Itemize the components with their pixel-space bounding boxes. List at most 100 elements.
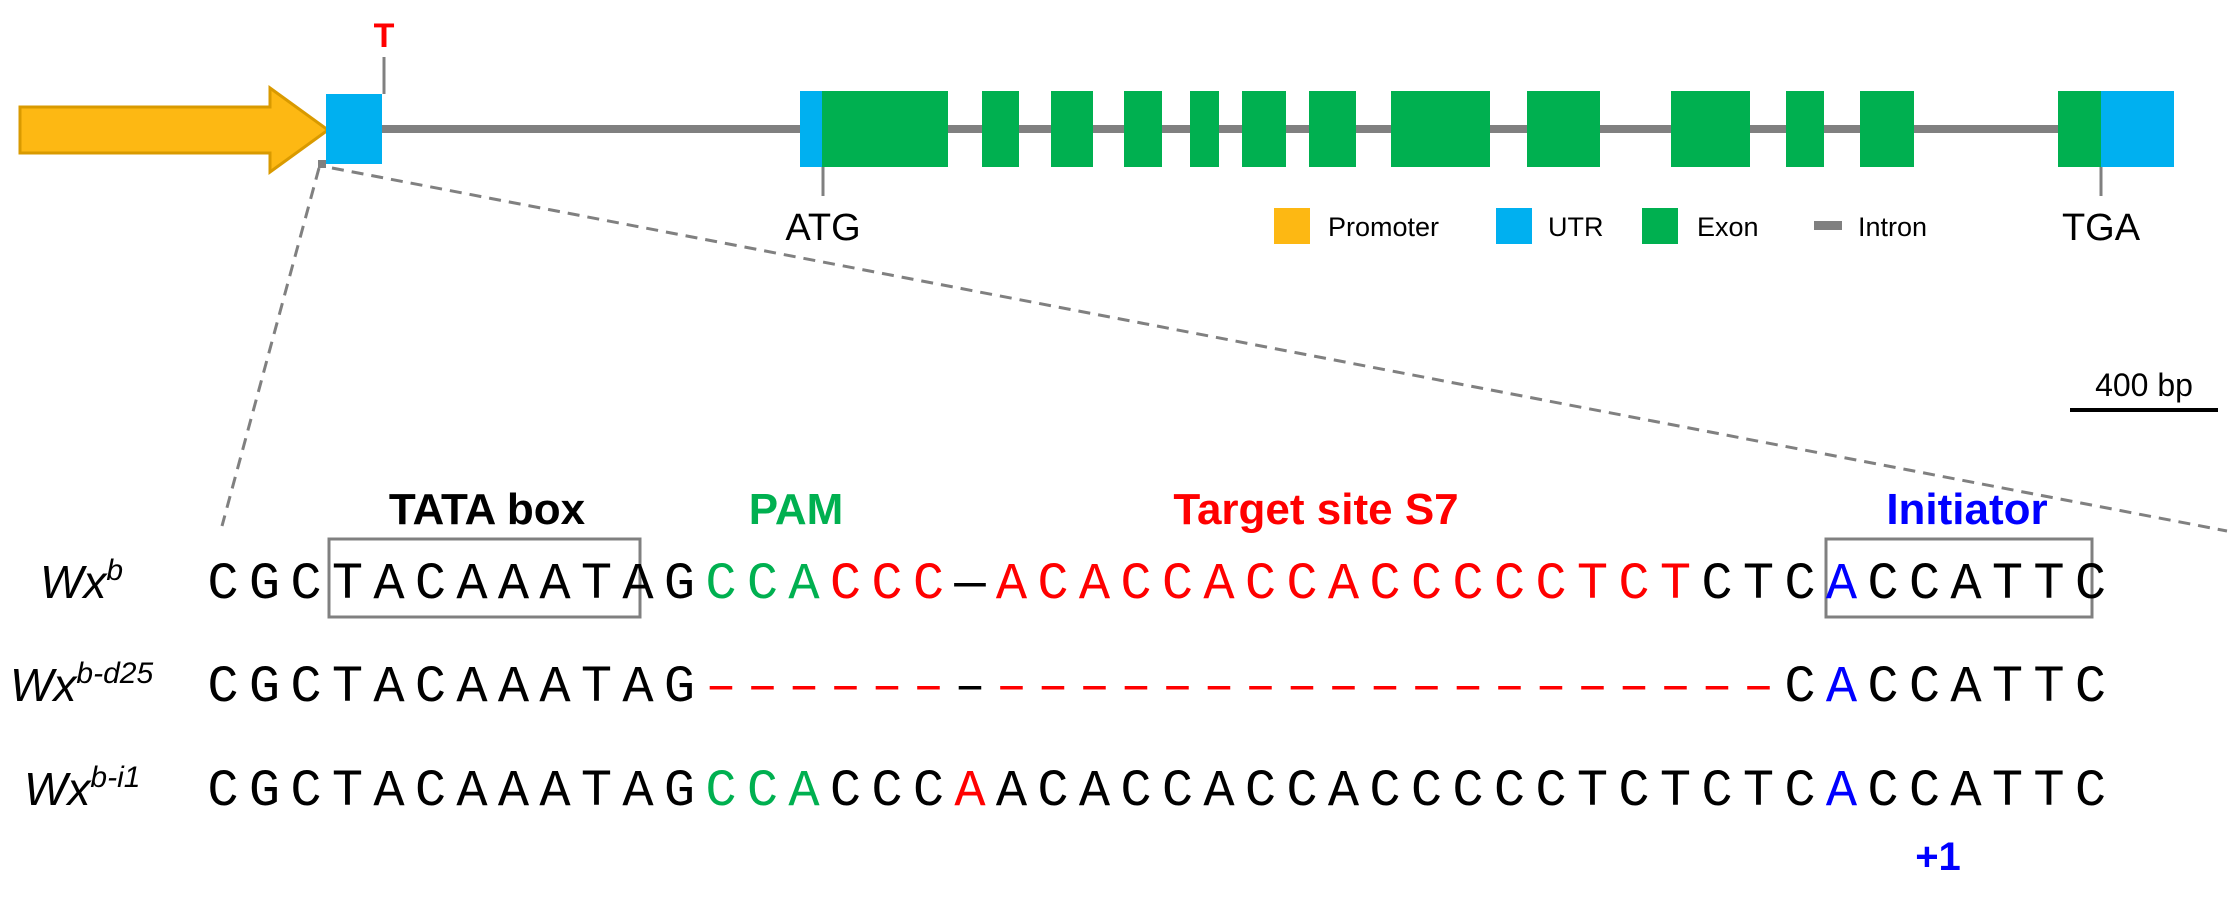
exon-3 — [982, 91, 1019, 167]
sequence-char: G — [664, 555, 695, 614]
sequence-char: A — [1079, 762, 1111, 821]
sequence-char: A — [498, 658, 530, 717]
sequence-char: A — [1826, 658, 1858, 717]
sequence-char: C — [1120, 555, 1151, 614]
exon-14-cds — [2058, 91, 2101, 167]
sequence-char: – — [1203, 658, 1234, 717]
sequence-char: T — [1743, 762, 1774, 821]
sequence-char: C — [415, 555, 446, 614]
sequence-char: A — [1203, 762, 1235, 821]
sequence-char: A — [996, 555, 1028, 614]
sequence-char: C — [1784, 762, 1815, 821]
exon-7 — [1242, 91, 1286, 167]
initiator-label: Initiator — [1886, 485, 2047, 534]
sequence-char: C — [747, 762, 778, 821]
sequence-char: C — [1494, 762, 1525, 821]
sequence-char: – — [996, 658, 1027, 717]
utr-5-exon2 — [800, 91, 822, 167]
sequence-char: – — [1701, 658, 1732, 717]
sequence-char: C — [1452, 762, 1483, 821]
sequence-char: C — [1037, 555, 1068, 614]
sequence-char: – — [1660, 658, 1691, 717]
sequence-char: – — [1328, 658, 1359, 717]
zoom-guide-left — [220, 167, 321, 527]
sequence-char: C — [913, 762, 944, 821]
sequence-char: G — [249, 762, 280, 821]
sequence-char: A — [498, 555, 530, 614]
sequence-char: T — [332, 762, 363, 821]
sequence-char: T — [1577, 555, 1608, 614]
sequence-char: T — [2033, 762, 2064, 821]
stop-codon-label: TGA — [2062, 207, 2141, 249]
mutation-marker: T — [374, 17, 395, 55]
sequence-char: G — [664, 658, 695, 717]
sequence-char: C — [290, 658, 321, 717]
sequence-char: A — [373, 555, 405, 614]
sequence-char: – — [1079, 658, 1110, 717]
sequence-char: A — [1950, 658, 1982, 717]
sequence-char: C — [1618, 762, 1649, 821]
sequence-char: C — [1784, 658, 1815, 717]
sequence-char: C — [1535, 762, 1566, 821]
sequence-char: C — [1411, 762, 1442, 821]
allele-name-wxb-d25: Wxb-d25 — [10, 657, 153, 711]
sequence-char: T — [581, 658, 612, 717]
sequence-char: T — [1660, 555, 1691, 614]
sequence-char: T — [581, 555, 612, 614]
sequence-char: C — [2075, 555, 2106, 614]
sequence-char: C — [1452, 555, 1483, 614]
exon-10 — [1527, 91, 1600, 167]
sequence-char: T — [581, 762, 612, 821]
sequence-char: C — [1909, 762, 1940, 821]
initiator-frame — [1824, 537, 2094, 619]
sequence-char: C — [871, 555, 902, 614]
sequence-char: C — [830, 555, 861, 614]
sequence-char: – — [1369, 658, 1400, 717]
tss-marker — [318, 160, 326, 168]
sequence-char: – — [1494, 658, 1525, 717]
sequence-char: C — [2075, 762, 2106, 821]
scale-bar-label: 400 bp — [2095, 367, 2193, 403]
sequence-char: C — [1535, 555, 1566, 614]
sequence-char: – — [1577, 658, 1608, 717]
sequence-char: – — [1245, 658, 1276, 717]
sequence-char: A — [456, 658, 488, 717]
exon-2-cds — [822, 91, 948, 167]
sequence-char: A — [954, 762, 986, 821]
sequence-char: A — [1079, 555, 1111, 614]
exon-4 — [1051, 91, 1093, 167]
sequence-char: A — [1826, 762, 1858, 821]
utr-3 — [2101, 91, 2174, 167]
sequence-char: C — [1784, 555, 1815, 614]
target-site-label: Target site S7 — [1173, 485, 1458, 534]
gene-model: T ATG TGA — [18, 17, 2174, 249]
plus-one-label: +1 — [1915, 835, 1961, 879]
sequence-char: – — [871, 658, 902, 717]
sequence-char: C — [1867, 555, 1898, 614]
legend-exon-swatch — [1642, 208, 1678, 244]
sequence-char: C — [1494, 555, 1525, 614]
sequence-char: T — [1992, 555, 2023, 614]
sequence-char: A — [788, 762, 820, 821]
sequence-char: C — [1411, 555, 1442, 614]
sequence-char: T — [332, 555, 363, 614]
allele-name-wxb-i1: Wxb-i1 — [24, 761, 140, 815]
sequence-char: A — [1950, 762, 1982, 821]
legend-utr-swatch — [1496, 208, 1532, 244]
sequence-char: A — [373, 658, 405, 717]
sequence-char: – — [1618, 658, 1649, 717]
exon-8 — [1309, 91, 1356, 167]
exon-13 — [1860, 91, 1914, 167]
sequence-char: C — [415, 762, 446, 821]
sequence-char: C — [1286, 762, 1317, 821]
legend: Promoter UTR Exon Intron — [1274, 208, 1927, 244]
sequence-char: C — [1369, 555, 1400, 614]
promoter-arrow — [18, 85, 331, 175]
sequence-char: C — [2075, 658, 2106, 717]
sequence-char: – — [705, 658, 736, 717]
sequence-char: A — [788, 555, 820, 614]
exon-11 — [1671, 91, 1750, 167]
sequence-char: C — [1120, 762, 1151, 821]
sequence-char: – — [747, 658, 778, 717]
